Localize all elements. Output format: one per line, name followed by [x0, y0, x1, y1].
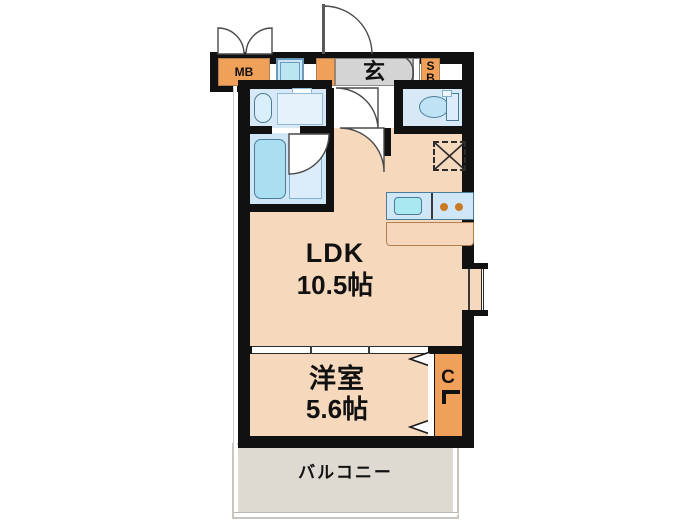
bedroom-closet-fill — [434, 352, 462, 436]
interior-wall-entrance-bottom-left — [238, 80, 332, 89]
kitchen-counter-divider — [431, 193, 433, 219]
interior-wall-entrance-bottom-right — [394, 80, 474, 89]
interior-wall-bath-bottom — [246, 204, 334, 212]
bedroom-size-label: 5.6帖 — [305, 394, 369, 424]
toilet-bowl — [419, 96, 449, 118]
washbasin — [254, 93, 272, 123]
toilet-flush-handle — [442, 90, 452, 97]
balcony-label: バルコニー — [298, 463, 393, 482]
bathtub — [254, 139, 286, 199]
exterior-wall-right — [462, 52, 474, 448]
window-glass-line[interactable] — [481, 269, 484, 310]
bedroom-name-label: 洋室 — [309, 364, 365, 394]
bedroom-balcony-window[interactable] — [250, 436, 428, 448]
washing-machine-space — [277, 93, 323, 125]
interior-wall-toilet-left — [394, 88, 403, 130]
washroom-door-arc — [335, 87, 379, 131]
gas-burner-left — [440, 203, 448, 211]
sliding-door-mullion-1 — [310, 346, 312, 354]
toilet-tank — [446, 93, 459, 121]
window-alcove-floor — [462, 269, 484, 310]
bedroom-sliding-door[interactable] — [252, 346, 428, 354]
bathroom-door-arc — [288, 133, 330, 175]
closet-hanger-rod-icon — [442, 390, 460, 394]
interior-wall-bath-right — [326, 134, 334, 212]
genkan-label: 玄 — [362, 59, 385, 84]
kitchen-cabinet — [386, 222, 474, 246]
window-alcove-top-wall — [462, 263, 488, 269]
interior-wall-toilet-bottom — [394, 126, 474, 134]
gas-burner-right — [455, 203, 463, 211]
interior-wall-bedroom-top-left — [238, 346, 252, 354]
interior-wall-stub — [383, 128, 391, 156]
washing-machine-drain — [292, 88, 312, 94]
shoe-box-label-line1: S — [426, 59, 435, 73]
ldk-entry-door-arc — [339, 127, 385, 173]
entrance-door-panel — [322, 4, 325, 54]
interior-wall-washroom-bottom — [238, 126, 272, 134]
balcony-area — [238, 447, 453, 512]
window-alcove-bottom-wall — [462, 310, 488, 316]
exterior-wall-left — [238, 88, 250, 448]
sliding-door-mullion-2 — [368, 346, 370, 354]
ventilation-shaft-cross-icon — [434, 142, 465, 170]
bedroom-floor — [250, 352, 434, 436]
meter-box-label: MB — [234, 65, 254, 79]
kitchen-sink-basin — [394, 197, 422, 215]
window-alcove-inner-line — [468, 269, 470, 310]
genkan-floor-outline — [335, 58, 413, 86]
shoe-box-label-line2: B — [426, 71, 435, 85]
closet-label: C — [441, 367, 455, 388]
ventilation-shaft-icon — [433, 141, 466, 171]
interior-wall-washroom-right — [326, 88, 334, 130]
interior-wall-bedroom-top-right — [428, 346, 474, 354]
ldk-name-label: LDK — [305, 238, 365, 268]
balcony-rail-line — [234, 512, 458, 515]
interior-wall-washroom-bottom2 — [300, 126, 334, 134]
closet-door-track — [428, 354, 434, 436]
closet-hanger-rod-stem-icon — [442, 390, 446, 404]
entrance-door-arc — [323, 5, 373, 55]
meter-box-door-arcs — [217, 27, 273, 55]
exterior-outline-left — [233, 86, 237, 450]
ldk-size-label: 10.5帖 — [296, 270, 374, 300]
